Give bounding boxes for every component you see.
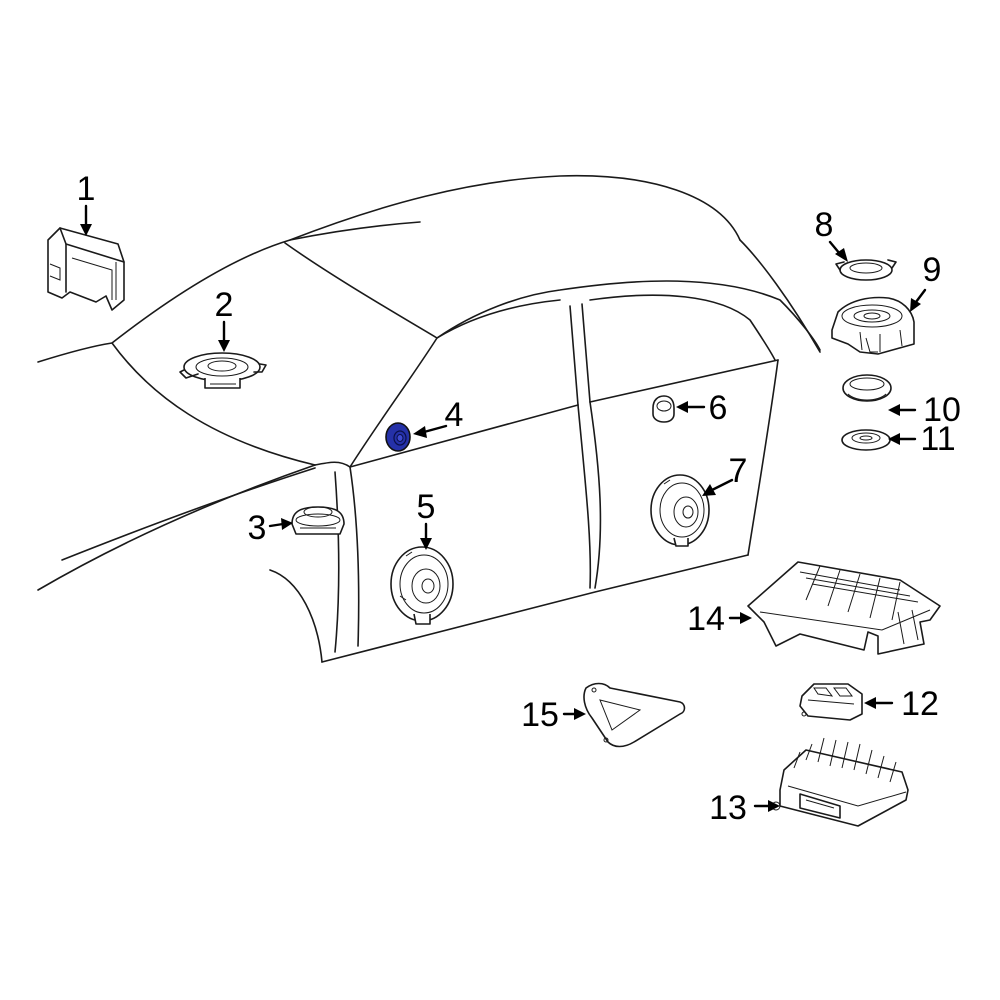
callout-10: 10 [923,391,961,429]
callout-2: 2 [215,286,234,324]
part-13-amplifier[interactable] [771,737,909,827]
part-9-speaker-assembly[interactable] [831,296,915,355]
car-body-outline [37,174,821,663]
callout-4: 4 [445,396,464,434]
part-5-front-door-speaker[interactable] [390,546,454,625]
callout-1: 1 [77,170,96,208]
callout-11: 11 [920,420,955,458]
callout-13: 13 [709,789,747,827]
part-2-dash-speaker[interactable] [179,352,267,389]
part-14-amplifier-module[interactable] [747,561,941,655]
callout-9: 9 [923,251,942,289]
callout-labels: 1 2 3 4 5 6 7 8 9 10 11 12 13 14 15 [77,170,961,827]
part-7-rear-door-speaker[interactable] [650,474,710,547]
part-15-bracket[interactable] [583,682,686,748]
part-6-small-tweeter[interactable] [652,395,675,423]
part-10-speaker[interactable] [842,374,892,402]
callout-5: 5 [417,488,436,526]
part-4-tweeter-highlighted[interactable] [385,422,411,452]
callout-6: 6 [709,389,728,427]
part-8-speaker-grille[interactable] [835,259,897,281]
callout-12: 12 [901,685,939,723]
part-1-control-module[interactable] [47,227,125,311]
callout-7: 7 [729,452,748,490]
callout-15: 15 [521,696,559,734]
part-3-tweeter[interactable] [291,506,345,535]
part-11-speaker-cover[interactable] [841,429,891,451]
part-12-module[interactable] [799,683,863,721]
callout-8: 8 [815,206,834,244]
leader-arrows [80,204,927,812]
callout-3: 3 [248,509,267,547]
callout-14: 14 [687,600,725,638]
